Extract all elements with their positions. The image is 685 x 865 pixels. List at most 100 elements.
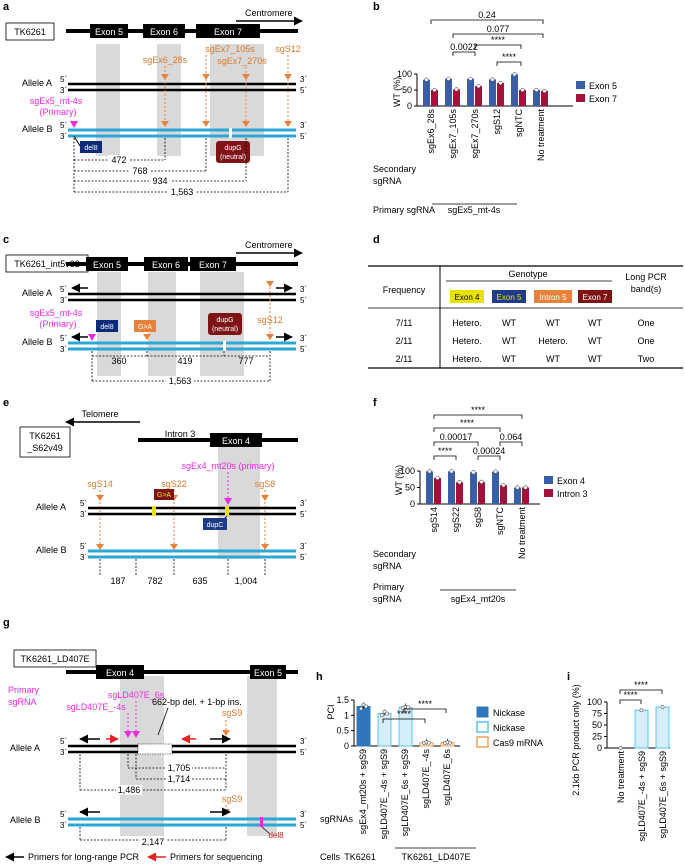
significance-bracket xyxy=(382,718,426,723)
y-axis-label: 2.1kb PCR product only (%) xyxy=(571,684,581,796)
exon5-label: Exon 5 xyxy=(93,260,121,270)
col-intron5: Intron 5 xyxy=(539,293,567,302)
allele-b-label: Allele B xyxy=(22,337,53,347)
exon4-band xyxy=(218,447,260,559)
del8-label: del8 xyxy=(84,145,97,152)
bar-intron-3 xyxy=(478,481,485,504)
significance-bracket xyxy=(619,689,663,694)
sgs12-triangle xyxy=(266,334,274,340)
data-point xyxy=(523,485,528,490)
bar-exon-4 xyxy=(514,487,521,504)
del8-site xyxy=(260,817,263,827)
data-point xyxy=(515,485,520,490)
cell-exon4: Hetero. xyxy=(452,354,482,364)
data-point xyxy=(512,72,517,77)
p-value-label: **** xyxy=(438,446,453,456)
y-tick-label: 100 xyxy=(397,69,412,79)
x-tick-label: No treatment xyxy=(616,751,626,804)
y-axis-label: WT (%) xyxy=(392,77,402,107)
allele-b-5prime-right: 5´ xyxy=(300,345,307,354)
bar-exon-7 xyxy=(475,86,482,106)
del8-callout xyxy=(261,826,271,835)
bar-exon-5 xyxy=(423,79,430,106)
exon6-box xyxy=(144,257,188,271)
cell-line-box xyxy=(5,22,55,41)
row-primary-1: Primary xyxy=(373,582,404,592)
bar-pci xyxy=(356,705,371,747)
primary-triangle xyxy=(88,334,96,341)
bar-exon-4 xyxy=(470,472,477,504)
panel-label-c: c xyxy=(3,234,9,246)
cell-pcr: One xyxy=(637,318,654,328)
legend-nickase-dark: Nickase xyxy=(493,708,525,718)
sg6s-triangle xyxy=(132,731,140,738)
y-tick-label: 0.5 xyxy=(336,726,349,736)
bar-pci xyxy=(377,712,392,747)
allele-b-label: Allele B xyxy=(10,815,41,825)
exon7-label: Exon 7 xyxy=(199,260,227,270)
x-tick-label: sgS8 xyxy=(473,507,483,528)
x-tick-label: sgLD407E_-4s + sgS9 xyxy=(379,749,389,839)
data-point xyxy=(639,708,644,713)
p-value-label: **** xyxy=(623,690,638,700)
legend-swatch-nickase-dark xyxy=(476,706,489,718)
x-tick-label: sgEx4_mt20s + sgS9 xyxy=(358,749,368,834)
exon5-label: Exon 5 xyxy=(95,27,123,37)
p-value-label: **** xyxy=(460,418,475,428)
significance-bracket xyxy=(474,44,522,49)
data-point xyxy=(385,711,389,716)
legend-black-text: Primers for long-range PCR xyxy=(28,852,140,862)
header-genotype: Genotype xyxy=(508,269,547,279)
allele-b-5prime: 5´ xyxy=(60,810,67,819)
panel-c: c TK6261_int5v32 Exon 5 Exon 6 Exon 7 Ce… xyxy=(3,234,307,386)
cell-intron5: Hetero. xyxy=(538,336,568,346)
allele-b-5prime-right: 5´ xyxy=(300,132,307,141)
cell-intron5: WT xyxy=(546,354,560,364)
primary-sgrna-label: sgEx4_mt20s (primary) xyxy=(181,461,274,471)
row-secondary-1: Secondary xyxy=(373,549,417,559)
distance-635: 635 xyxy=(192,576,207,586)
primary-triangle xyxy=(70,121,78,128)
exon5-box xyxy=(250,665,286,679)
primary-label-1: Primary xyxy=(8,685,39,695)
allele-b-3prime: 3´ xyxy=(60,132,67,141)
dist-bg xyxy=(140,837,166,847)
exon7-box xyxy=(190,257,236,271)
sgs8-label: sgS8 xyxy=(255,479,276,489)
ga-box xyxy=(134,320,156,332)
cell-exon4: Hetero. xyxy=(452,336,482,346)
row-freq: 2/11 xyxy=(396,336,413,346)
distance-934: 934 xyxy=(152,176,167,186)
primary-value: sgEx4_mt20s xyxy=(451,594,506,604)
cell-pcr: Two xyxy=(638,354,655,364)
distance-brackets xyxy=(99,559,266,576)
exon7-label: Exon 7 xyxy=(214,27,242,37)
primary-triangle xyxy=(224,498,232,505)
data-point xyxy=(427,469,432,474)
bar-intron-3 xyxy=(500,485,507,504)
distance-brackets xyxy=(79,827,227,841)
p-value-label: 0.00024 xyxy=(473,446,506,456)
data-point xyxy=(449,469,454,474)
bar-exon-7 xyxy=(519,90,526,106)
exon4-label: Exon 4 xyxy=(106,668,134,678)
dist-bg xyxy=(166,763,192,773)
ga-box xyxy=(154,489,174,500)
x-tick-label: sgS14 xyxy=(429,507,439,533)
allele-a-label: Allele A xyxy=(10,743,40,753)
bar-exon-5 xyxy=(511,74,518,106)
ga-label: G>A xyxy=(157,492,172,499)
cell-exon5: WT xyxy=(502,318,516,328)
bar-exon-5 xyxy=(489,79,496,106)
ga-label: G>A xyxy=(138,324,153,331)
del8-label: del8 xyxy=(268,831,284,840)
sgs12-label: sgS12 xyxy=(257,315,283,325)
sgrna-label-s12: sgS12 xyxy=(275,44,301,54)
distance-1563: 1,563 xyxy=(171,187,194,197)
x-tick-label: sgLD407E_-4s xyxy=(421,749,431,809)
cell-line-name: TK6261 xyxy=(14,27,46,37)
y-tick-label: 100 xyxy=(587,697,602,707)
cell-pcr: One xyxy=(637,336,654,346)
dupg-site xyxy=(223,341,226,351)
